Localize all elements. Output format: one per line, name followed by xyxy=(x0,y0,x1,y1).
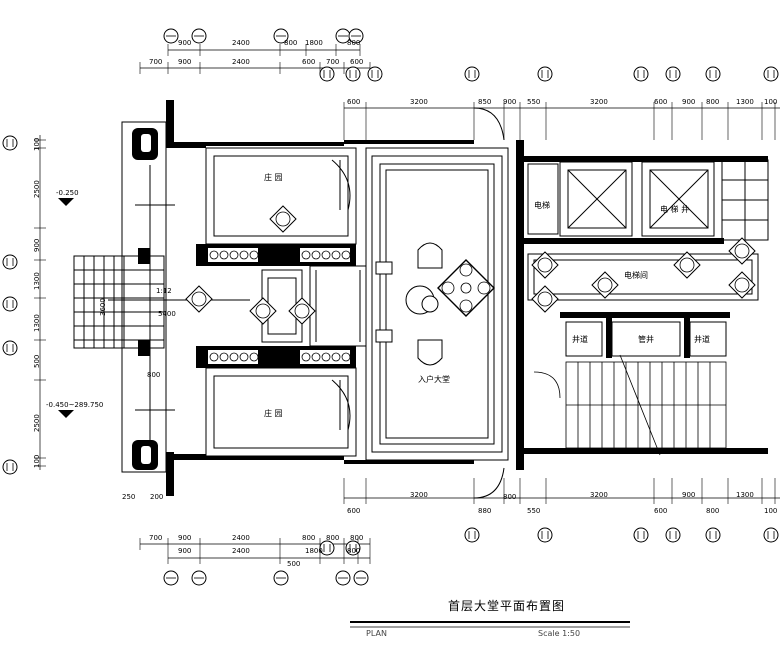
dim-bottom-inner-4: 800 xyxy=(302,534,316,542)
dim-right-top-3: 850 xyxy=(478,98,492,106)
room-label-lobby: 入户大堂 xyxy=(418,375,450,384)
dim-right-top-5: 550 xyxy=(527,98,541,106)
lobby-frame xyxy=(365,107,509,499)
room-label-shaft-mid: 管井 xyxy=(638,335,654,344)
lobby-feature-rings xyxy=(441,263,491,313)
room-label-lower: 庄 园 xyxy=(264,409,283,418)
room-label-shaft-right: 井道 xyxy=(694,335,710,344)
entrance-columns xyxy=(132,128,158,470)
central-passage xyxy=(261,265,367,347)
dim-right-top-8: 900 xyxy=(682,98,696,106)
dim-right-top-10: 1300 xyxy=(736,98,754,106)
dim-top-inner-5: 700 xyxy=(326,58,340,66)
dim-top-outer-3: 800 xyxy=(284,39,298,47)
room-label-elevator-hall: 电梯间 xyxy=(624,271,648,280)
dim-right-top-4: 900 xyxy=(503,98,517,106)
dim-entrance-slope: 1:12 xyxy=(156,287,172,295)
room-label-upper: 庄 园 xyxy=(264,173,283,182)
grid-bubble-marks xyxy=(6,35,775,579)
dim-right-bottom-11: 100 xyxy=(764,507,778,515)
dim-top-inner-3: 2400 xyxy=(232,58,250,66)
dim-right-bottom-3: 880 xyxy=(478,507,492,515)
dim-bottom-inner-3: 2400 xyxy=(232,534,250,542)
dim-right-top-1: 600 xyxy=(347,98,361,106)
dim-bottom-inner-1: 700 xyxy=(149,534,163,542)
dim-entrance-1: 250 xyxy=(122,493,136,501)
callout-symbols xyxy=(185,205,756,325)
wall-pattern-rings xyxy=(209,250,351,362)
dim-right-bottom-4: 800 xyxy=(503,493,517,501)
dim-entrance-4: 5400 xyxy=(158,310,176,318)
dim-top-outer-4: 1800 xyxy=(305,39,323,47)
dim-right-top-11: 100 xyxy=(764,98,778,106)
dim-right-bottom-7: 600 xyxy=(654,507,668,515)
top-dimension-lines xyxy=(139,44,780,140)
dim-top-outer-1: 900 xyxy=(178,39,192,47)
dim-left-5: 1300 xyxy=(33,314,41,332)
dim-top-inner-4: 600 xyxy=(302,58,316,66)
plan-label: PLAN xyxy=(366,629,387,638)
entrance-steps xyxy=(73,121,250,473)
dim-bottom-outer-2: 2400 xyxy=(232,547,250,555)
elevation-upper: -0.250 xyxy=(56,189,79,197)
dim-left-1: 100 xyxy=(33,137,41,151)
title-underline xyxy=(350,621,630,628)
dim-entrance-5: 800 xyxy=(147,371,161,379)
dim-right-top-9: 800 xyxy=(706,98,720,106)
dim-right-bottom-2: 3200 xyxy=(410,491,428,499)
service-block xyxy=(527,159,769,357)
dim-bottom-outer-3: 1800 xyxy=(305,547,323,555)
dim-right-bottom-5: 550 xyxy=(527,507,541,515)
bottom-dimension-lines xyxy=(139,478,780,564)
dim-top-inner-2: 900 xyxy=(178,58,192,66)
dim-bottom-inner-2: 900 xyxy=(178,534,192,542)
dim-bottom-inner-6: 800 xyxy=(350,534,364,542)
scale-label: Scale 1:50 xyxy=(538,629,581,638)
room-label-elevator-left: 电梯 xyxy=(534,201,550,210)
dim-top-outer-5: 800 xyxy=(347,39,361,47)
dim-right-top-6: 3200 xyxy=(590,98,608,106)
dim-right-bottom-6: 3200 xyxy=(590,491,608,499)
drawing-title: 首层大堂平面布置图 xyxy=(448,599,566,613)
dim-right-bottom-10: 1300 xyxy=(736,491,754,499)
dim-bottom-extra: 500 xyxy=(287,560,301,568)
dim-right-bottom-9: 800 xyxy=(706,507,720,515)
room-label-shaft-left: 井道 xyxy=(572,335,588,344)
dim-right-bottom-8: 900 xyxy=(682,491,696,499)
dim-right-top-2: 3200 xyxy=(410,98,428,106)
dim-entrance-2: 200 xyxy=(150,493,164,501)
dim-right-bottom-1: 600 xyxy=(347,507,361,515)
dim-left-7: 2500 xyxy=(33,414,41,432)
elevation-lower: -0.450~289.750 xyxy=(46,401,104,409)
dim-left-3: 900 xyxy=(33,238,41,252)
room-label-elevator-right: 电 梯 井 xyxy=(660,205,690,214)
dim-bottom-outer-4: 800 xyxy=(347,547,361,555)
side-rooms xyxy=(205,147,357,457)
dim-top-inner-1: 700 xyxy=(149,58,163,66)
dim-top-outer-2: 2400 xyxy=(232,39,250,47)
lobby-furniture xyxy=(375,242,443,366)
dim-left-6: 500 xyxy=(33,354,41,368)
dim-bottom-outer-1: 900 xyxy=(178,547,192,555)
dim-right-top-7: 600 xyxy=(654,98,668,106)
grid-bubbles xyxy=(2,28,779,586)
dim-bottom-inner-5: 800 xyxy=(326,534,340,542)
dim-left-8: 100 xyxy=(33,454,41,468)
left-dimension-line xyxy=(34,135,46,470)
dim-left-2: 2500 xyxy=(33,180,41,198)
dim-entrance-3: 3600 xyxy=(99,298,107,316)
dim-left-4: 1300 xyxy=(33,272,41,290)
dim-top-inner-6: 600 xyxy=(350,58,364,66)
column-cores xyxy=(141,134,151,464)
elevation-markers xyxy=(58,198,74,418)
callout-circles xyxy=(191,211,750,319)
stair xyxy=(533,354,727,456)
